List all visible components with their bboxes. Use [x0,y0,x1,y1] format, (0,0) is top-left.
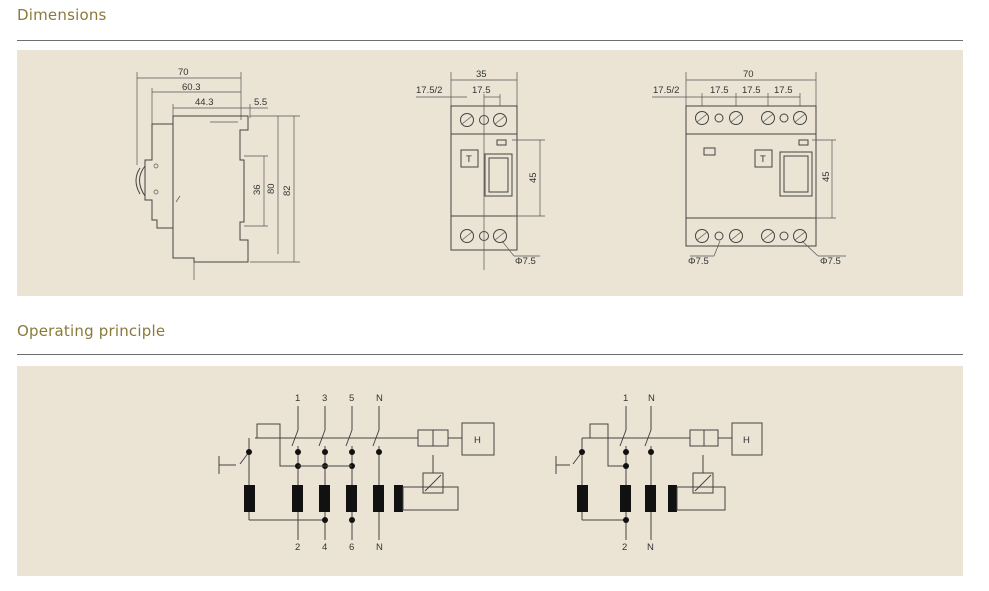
out-label-4: 4 [322,542,327,553]
dim-60-3: 60.3 [182,82,201,93]
dim-17-5-b: 17.5 [742,85,761,96]
circuit-2p: 1 N H 2 N [555,393,763,553]
dim-17-5-a: 17.5 [710,85,729,96]
in-label-1: 1 [295,393,300,404]
terminal-screws-bottom-4p [695,229,807,243]
dim-17-5-2-4p: 17.5/2 [653,85,679,96]
dim-phi-left: Φ7.5 [688,256,709,267]
terminal-screws-top [460,113,507,127]
dimensions-rule [17,40,963,41]
test-button-label: T [466,154,472,165]
dim-45: 45 [528,172,539,183]
dim-82: 82 [282,185,293,196]
out-label-2: 2 [295,542,300,553]
dim-17-5: 17.5 [472,85,491,96]
side-view-drawing: 70 60.3 44.3 5.5 36 80 82 [135,67,300,280]
dimensions-heading: Dimensions [17,6,107,24]
h-label-4p: H [474,435,481,446]
dim-44-3: 44.3 [195,97,214,108]
principle-heading: Operating principle [17,322,166,340]
out-label-6: 6 [349,542,354,553]
principle-rule [17,354,963,355]
front-2p-drawing: 35 17.5/2 17.5 T 45 Φ7.5 [416,69,545,270]
in-label-n: N [376,393,383,404]
principle-panel [17,366,963,576]
dim-35: 35 [476,69,487,80]
out-label-2-2p: 2 [622,542,627,553]
dim-5-5: 5.5 [254,97,267,108]
out-label-n: N [376,542,383,553]
dimensions-panel [17,50,963,296]
out-label-n-2p-out: N [647,542,654,553]
in-label-3: 3 [322,393,327,404]
dim-80: 80 [266,183,277,194]
terminal-screws-bottom [460,229,507,243]
in-label-5: 5 [349,393,354,404]
front-4p-drawing: 70 17.5/2 17.5 17.5 17.5 [652,69,846,267]
in-label-1-2p: 1 [623,393,628,404]
test-button-label-4p: T [760,154,766,165]
dim-17-5-c: 17.5 [774,85,793,96]
dim-phi: Φ7.5 [515,256,536,267]
dim-17-5-2: 17.5/2 [416,85,442,96]
dim-70: 70 [178,67,189,78]
h-label-2p: H [743,435,750,446]
in-label-n-2p: N [648,393,655,404]
dim-phi-right: Φ7.5 [820,256,841,267]
dim-70-4p: 70 [743,69,754,80]
circuit-4p: 1 3 5 N [218,393,495,553]
dim-36: 36 [252,184,263,195]
terminal-screws-top-4p [695,111,807,125]
dim-45-4p: 45 [821,171,832,182]
